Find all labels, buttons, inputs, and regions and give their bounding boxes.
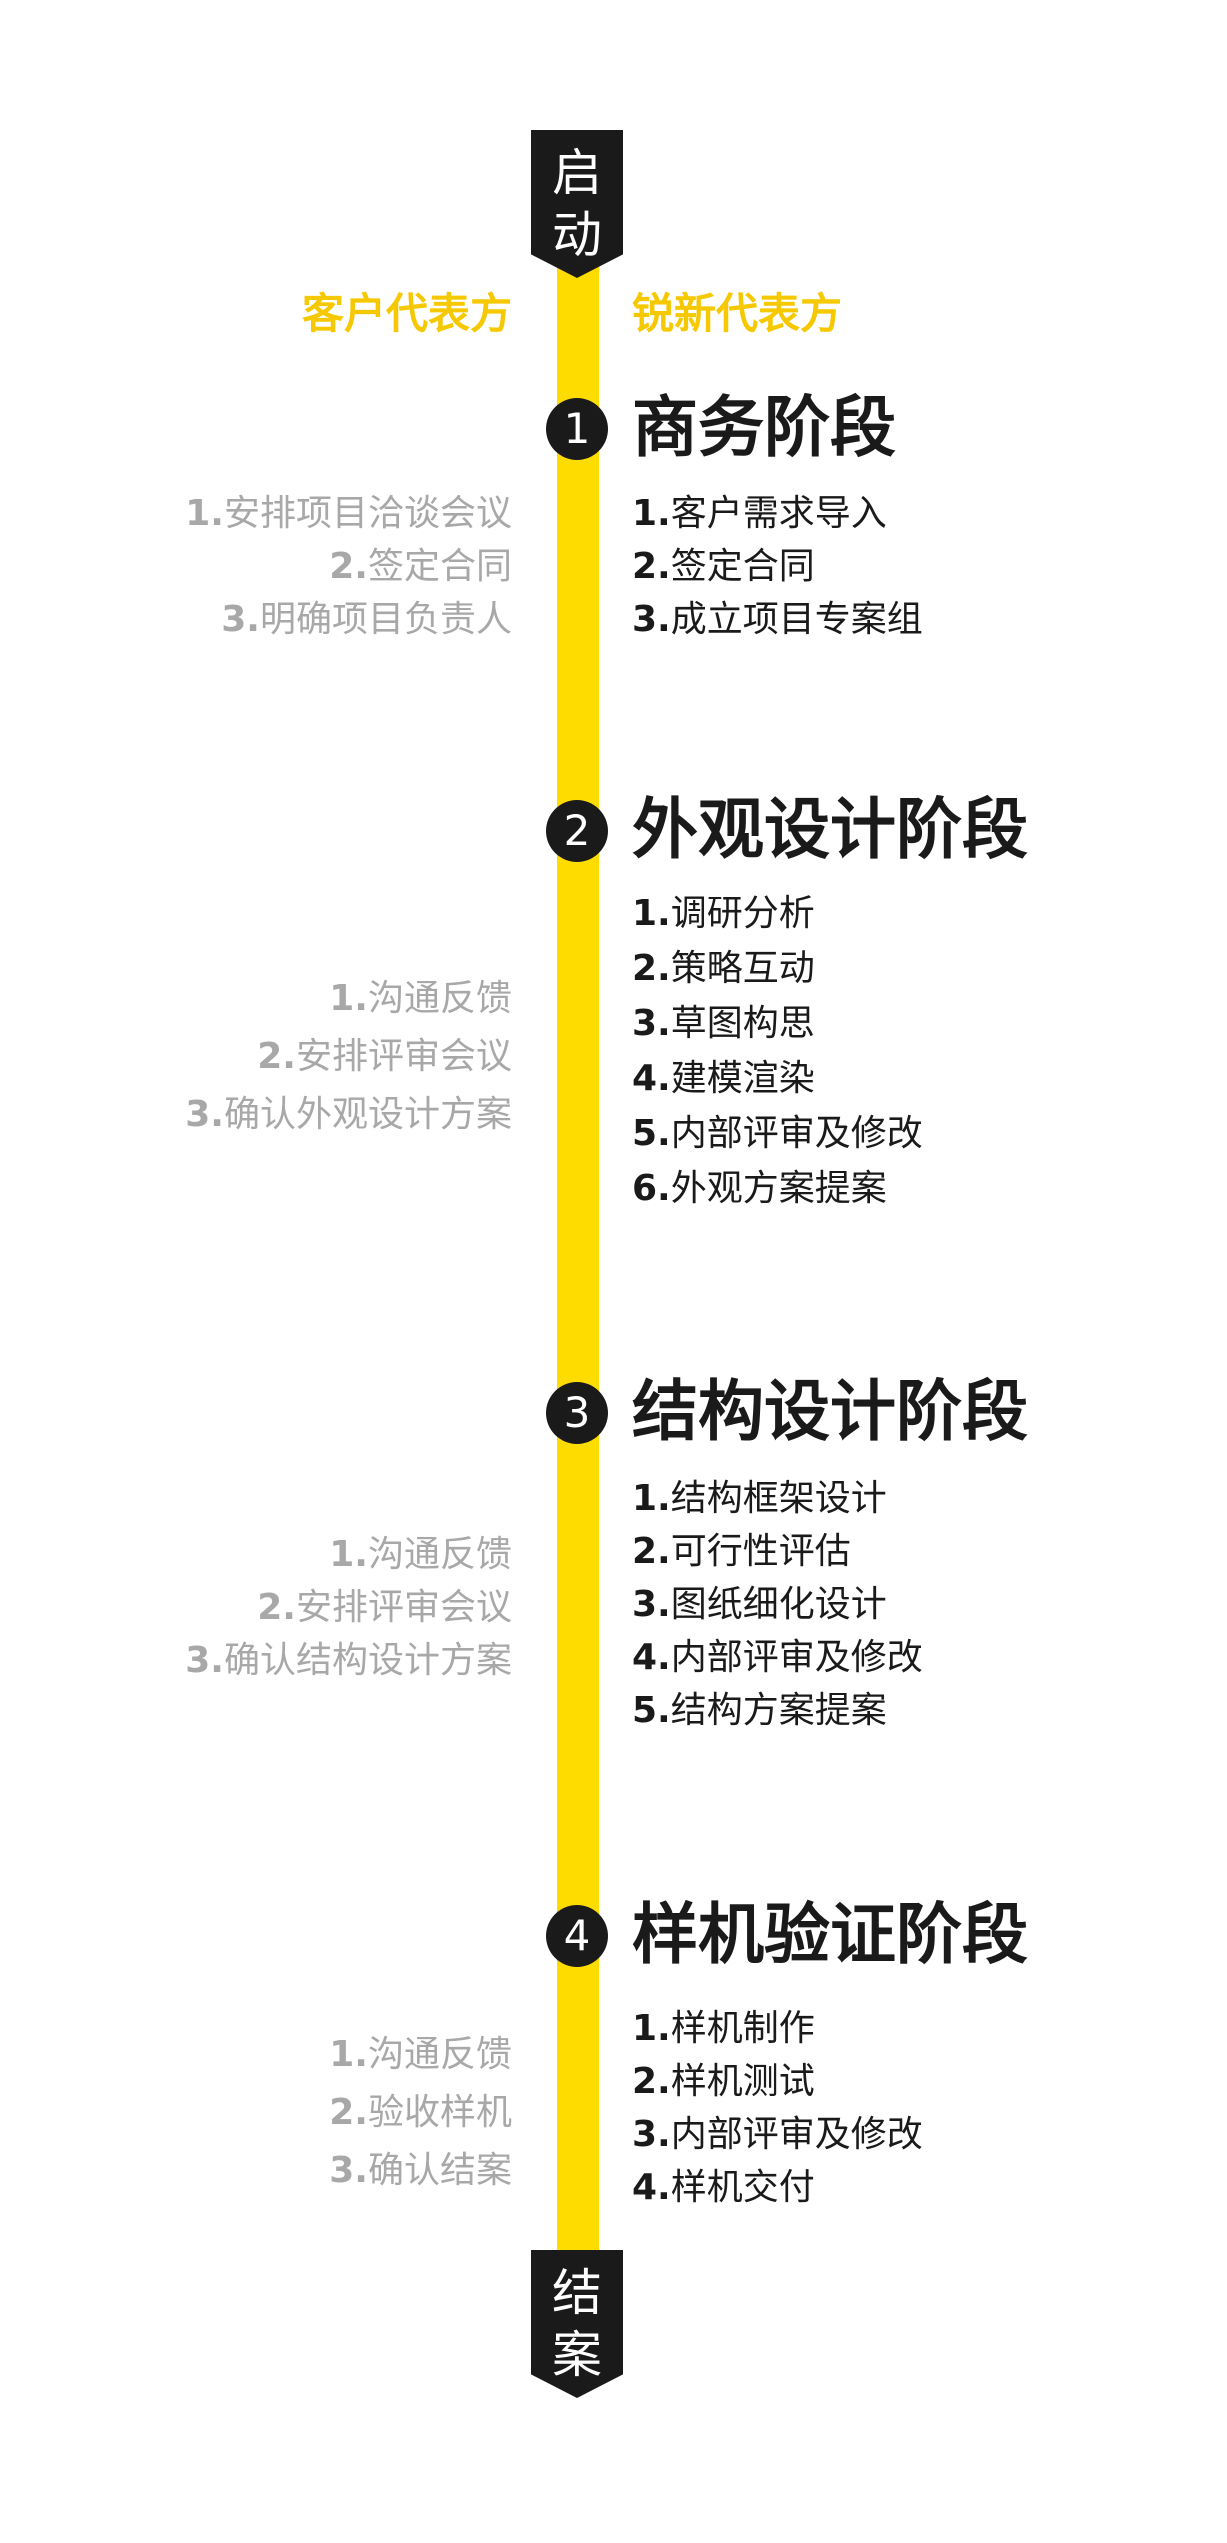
list-item: 4.内部评审及修改 [632,1637,923,1678]
stage-4-client-list: 1.沟通反馈 2.验收样机 3.确认结案 [329,2026,512,2200]
list-item: 1.沟通反馈 [329,2034,512,2075]
stage-3-title: 结构设计阶段 [632,1373,1028,1450]
stage-3-ruixin-list: 1.结构框架设计 2.可行性评估 3.图纸细化设计 4.内部评审及修改 5.结构… [632,1472,923,1737]
list-item: 1.沟通反馈 [329,978,512,1019]
end-cap-char-2: 案 [552,2326,602,2384]
stage-2-badge: 2 [546,800,608,862]
list-item: 1.安排项目洽谈会议 [185,493,512,534]
stage-4-ruixin-list: 1.样机制作 2.样机测试 3.内部评审及修改 4.样机交付 [632,2002,923,2214]
end-cap-char-1: 结 [552,2264,602,2322]
list-item: 2.签定合同 [329,546,512,587]
ruixin-side-label: 锐新代表方 [632,289,843,338]
stage-1-title: 商务阶段 [632,389,896,466]
list-item: 2.策略互动 [632,948,815,989]
list-item: 4.样机交付 [632,2167,815,2208]
list-item: 2.安排评审会议 [257,1587,512,1628]
stage-2-ruixin-list: 1.调研分析 2.策略互动 3.草图构思 4.建模渲染 5.内部评审及修改 6.… [632,886,923,1216]
stage-1-ruixin-list: 1.客户需求导入 2.签定合同 3.成立项目专案组 [632,487,923,646]
list-item: 3.成立项目专案组 [632,599,923,640]
list-item: 3.确认结构设计方案 [185,1640,512,1681]
stage-4-badge: 4 [546,1905,608,1967]
list-item: 5.内部评审及修改 [632,1113,923,1154]
list-item: 1.沟通反馈 [329,1534,512,1575]
stage-2-title: 外观设计阶段 [632,791,1028,868]
list-item: 2.可行性评估 [632,1531,851,1572]
list-item: 1.客户需求导入 [632,493,887,534]
start-cap-char-1: 启 [552,144,602,202]
list-item: 5.结构方案提案 [632,1690,887,1731]
list-item: 1.调研分析 [632,893,815,934]
list-item: 1.样机制作 [632,2008,815,2049]
end-cap: 结 案 [531,2250,623,2398]
list-item: 1.结构框架设计 [632,1478,887,1519]
start-cap: 启 动 [531,130,623,278]
list-item: 3.草图构思 [632,1003,815,1044]
start-cap-char-2: 动 [552,206,602,264]
stage-2-client-list: 1.沟通反馈 2.安排评审会议 3.确认外观设计方案 [185,970,512,1144]
list-item: 2.签定合同 [632,546,815,587]
stage-1-client-list: 1.安排项目洽谈会议 2.签定合同 3.明确项目负责人 [185,487,512,646]
list-item: 3.图纸细化设计 [632,1584,887,1625]
list-item: 3.内部评审及修改 [632,2114,923,2155]
list-item: 2.安排评审会议 [257,1036,512,1077]
list-item: 2.验收样机 [329,2092,512,2133]
list-item: 6.外观方案提案 [632,1168,887,1209]
list-item: 3.确认结案 [329,2150,512,2191]
list-item: 3.明确项目负责人 [221,599,512,640]
stage-1-badge: 1 [546,398,608,460]
client-side-label: 客户代表方 [301,289,512,338]
list-item: 4.建模渲染 [632,1058,815,1099]
list-item: 2.样机测试 [632,2061,815,2102]
stage-3-client-list: 1.沟通反馈 2.安排评审会议 3.确认结构设计方案 [185,1528,512,1687]
stage-3-badge: 3 [546,1382,608,1444]
list-item: 3.确认外观设计方案 [185,1094,512,1135]
stage-4-title: 样机验证阶段 [632,1896,1028,1973]
